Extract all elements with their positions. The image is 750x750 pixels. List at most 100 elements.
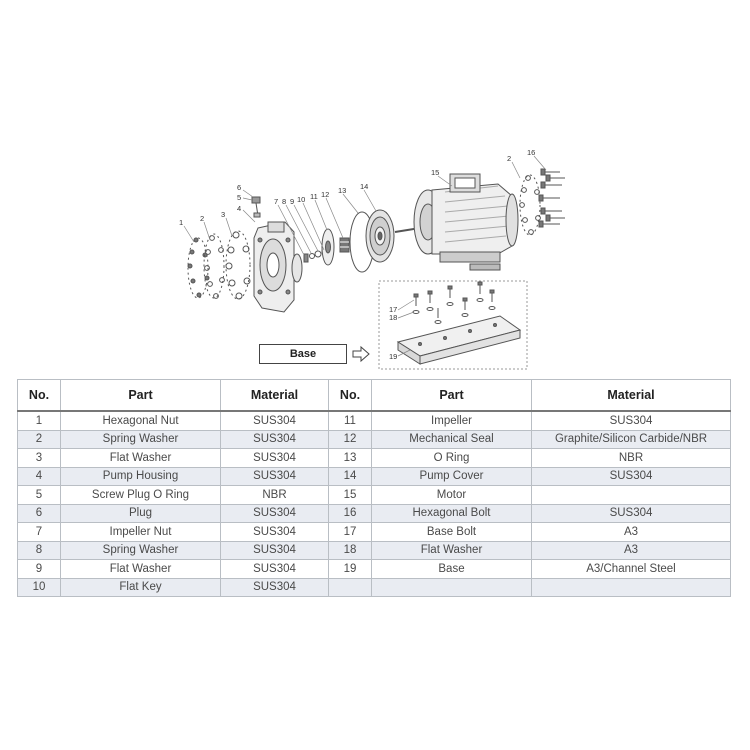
cell-part: Motor (371, 485, 532, 505)
cell-part: Spring Washer (60, 540, 221, 560)
callout-10: 10 (297, 195, 305, 204)
table-row: 8 Spring Washer SUS304 18 Flat Washer A3 (17, 540, 731, 560)
base-inset-box (378, 280, 528, 370)
cell-material: A3 (531, 540, 731, 560)
cell-no: 10 (17, 577, 61, 597)
cell-part: Flat Washer (60, 559, 221, 579)
cell-material: NBR (531, 448, 731, 468)
table-row: 4 Pump Housing SUS304 14 Pump Cover SUS3… (17, 466, 731, 486)
callout-19: 19 (389, 352, 397, 361)
cell-material: SUS304 (220, 429, 329, 449)
right-spring-washer-ring (519, 174, 541, 236)
pump-housing (253, 221, 303, 313)
mechanical-seal (339, 237, 350, 253)
plug (251, 196, 261, 218)
callout-8: 8 (282, 197, 286, 206)
header-material-right: Material (531, 379, 731, 412)
callout-6: 6 (237, 183, 241, 192)
cell-part: Flat Washer (60, 448, 221, 468)
cell-part: Hexagonal Nut (60, 410, 221, 431)
cell-no: 6 (17, 503, 61, 523)
cell-no: 4 (17, 466, 61, 486)
cell-no: 16 (328, 503, 372, 523)
header-no-right: No. (328, 379, 372, 412)
cell-material: SUS304 (220, 540, 329, 560)
callout-16: 16 (527, 148, 535, 157)
cell-part: Flat Washer (371, 540, 532, 560)
cell-no: 19 (328, 559, 372, 579)
header-material-left: Material (220, 379, 329, 412)
cell-part: Plug (60, 503, 221, 523)
cell-no: 15 (328, 485, 372, 505)
table-row: 3 Flat Washer SUS304 13 O Ring NBR (17, 448, 731, 468)
pump-cover (365, 209, 395, 263)
callout-2: 2 (200, 214, 204, 223)
spring-washer-ring (203, 233, 225, 299)
callout-17: 17 (389, 305, 397, 314)
table-row: 1 Hexagonal Nut SUS304 11 Impeller SUS30… (17, 410, 731, 431)
cell-material: SUS304 (531, 503, 731, 523)
cell-material: SUS304 (220, 466, 329, 486)
table-row: 2 Spring Washer SUS304 12 Mechanical Sea… (17, 429, 731, 449)
cell-material: NBR (220, 485, 329, 505)
cell-material: SUS304 (220, 577, 329, 597)
callout-15: 15 (431, 168, 439, 177)
parts-table: No. Part Material No. Part Material 1 He… (17, 379, 731, 597)
cell-material: SUS304 (220, 410, 329, 431)
cell-material: SUS304 (531, 410, 731, 431)
table-row: 7 Impeller Nut SUS304 17 Base Bolt A3 (17, 522, 731, 542)
callout-5: 5 (237, 193, 241, 202)
exploded-view-svg: 1 2 3 4 5 6 7 8 9 10 11 12 13 14 15 2 16… (179, 148, 565, 370)
base-bolt-set (412, 281, 496, 324)
callout-18: 18 (389, 313, 397, 322)
table-row: 5 Screw Plug O Ring NBR 15 Motor (17, 485, 731, 505)
cell-no: 11 (328, 410, 372, 431)
callout-3: 3 (221, 210, 225, 219)
cell-material: SUS304 (220, 448, 329, 468)
cell-part: Hexagonal Bolt (371, 503, 532, 523)
callout-12: 12 (321, 190, 329, 199)
header-part-right: Part (371, 379, 532, 412)
cell-material: SUS304 (531, 466, 731, 486)
callout-11: 11 (310, 192, 318, 201)
cell-no: 5 (17, 485, 61, 505)
base-label-box: Base (259, 344, 347, 364)
base-plate (396, 315, 522, 365)
cell-material: SUS304 (220, 559, 329, 579)
cell-no: 2 (17, 429, 61, 449)
callout-4: 4 (237, 204, 241, 213)
table-row: 10 Flat Key SUS304 (17, 577, 731, 597)
cell-part: Screw Plug O Ring (60, 485, 221, 505)
exploded-view-diagram: 1 2 3 4 5 6 7 8 9 10 11 12 13 14 15 2 16… (179, 148, 565, 370)
cell-no: 9 (17, 559, 61, 579)
callout-7: 7 (274, 197, 278, 206)
cell-part: Base (371, 559, 532, 579)
header-no-left: No. (17, 379, 61, 412)
cell-part: Pump Cover (371, 466, 532, 486)
hexagonal-nut-ring (187, 237, 210, 299)
leader-lines (183, 155, 547, 357)
motor (394, 173, 519, 271)
cell-material: A3/Channel Steel (531, 559, 731, 579)
cell-part: Flat Key (60, 577, 221, 597)
table-header-row: No. Part Material No. Part Material (17, 379, 731, 412)
flat-washer-ring (225, 230, 251, 300)
callout-1: 1 (179, 218, 183, 227)
hexagonal-bolt-set (538, 168, 565, 228)
cell-material: Graphite/Silicon Carbide/NBR (531, 429, 731, 449)
cell-part (371, 577, 532, 597)
cell-no: 13 (328, 448, 372, 468)
cell-material (531, 485, 731, 505)
cell-part: Pump Housing (60, 466, 221, 486)
cell-part: Impeller (371, 410, 532, 431)
cell-material: SUS304 (220, 503, 329, 523)
cell-no: 1 (17, 410, 61, 431)
cell-no: 8 (17, 540, 61, 560)
callout-2-right: 2 (507, 154, 511, 163)
header-part-left: Part (60, 379, 221, 412)
cell-no: 3 (17, 448, 61, 468)
callout-9: 9 (290, 197, 294, 206)
cell-material (531, 577, 731, 597)
cell-no: 17 (328, 522, 372, 542)
callout-14: 14 (360, 182, 368, 191)
